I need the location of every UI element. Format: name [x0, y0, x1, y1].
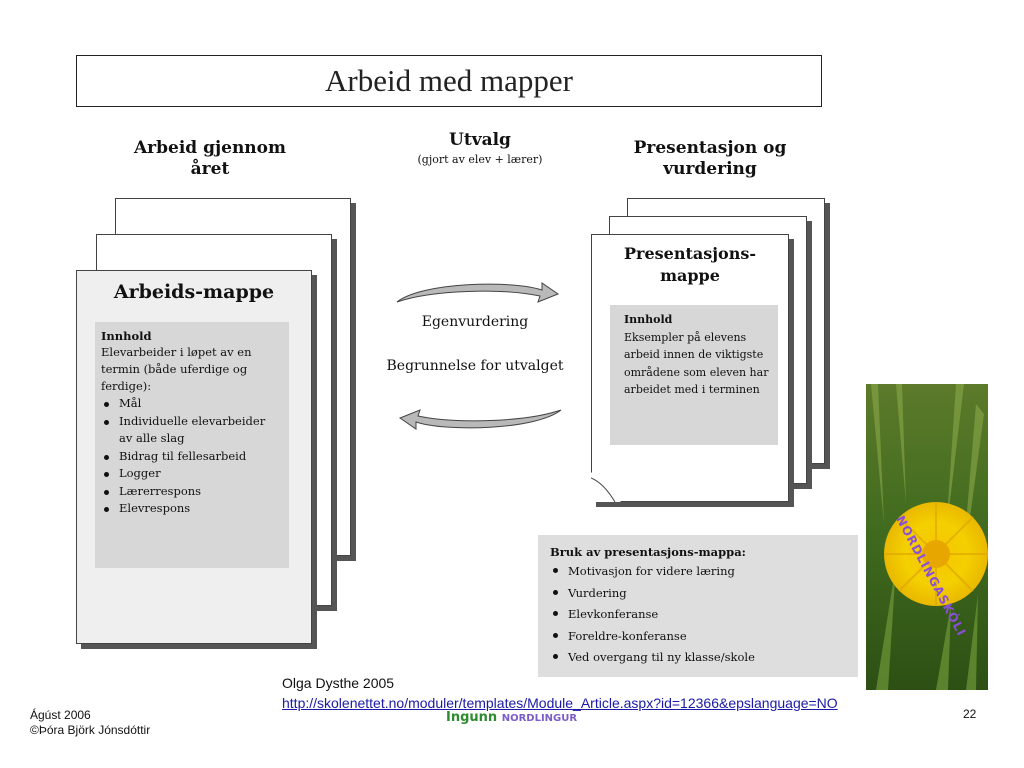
presentasjons-mappe-content: Innhold Eksempler på elevens arbeid inne…: [610, 305, 778, 445]
begrunnelse-label: Begrunnelse for utvalget: [386, 358, 564, 374]
list-item: Motivasjon for videre læring: [550, 561, 858, 583]
school-logo: Ingunn NORDLINGUR: [446, 710, 577, 725]
usage-box-heading: Bruk av presentasjons-mappa:: [550, 545, 746, 559]
egenvurdering-label: Egenvurdering: [421, 314, 529, 330]
source-link[interactable]: http://skolenettet.no/moduler/templates/…: [282, 695, 838, 711]
page-number: 22: [963, 707, 977, 721]
middle-column-heading: Utvalg: [449, 130, 511, 150]
list-item: Lærerrespons: [101, 483, 289, 501]
presentasjons-mappe-title: Presentasjons- mappe: [624, 244, 756, 285]
list-item: Foreldre-konferanse: [550, 626, 858, 648]
list-item: Elevrespons: [101, 500, 289, 518]
arbeids-mappe-list: Mål Individuelle elevarbeider av alle sl…: [101, 395, 289, 518]
list-item: Ved overgang til ny klasse/skole: [550, 647, 858, 669]
presentasjons-mappe-content-text: Eksempler på elevens arbeid innen de vik…: [624, 330, 769, 397]
list-item: Individuelle elevarbeider av alle slag: [101, 413, 289, 448]
presentasjons-mappe-content-heading: Innhold: [624, 313, 673, 326]
list-item: Bidrag til fellesarbeid: [101, 448, 289, 466]
arbeids-mappe-title: Arbeids-mappe: [113, 281, 275, 303]
footer-date: Ágúst 2006: [30, 708, 91, 722]
dandelion-photo: NORDLINGASKÓLI: [866, 384, 988, 690]
arbeids-mappe-page: Arbeids-mappe Innhold Elevarbeider i løp…: [76, 270, 312, 644]
list-item: Elevkonferanse: [550, 604, 858, 626]
arbeids-mappe-content-intro: Elevarbeider i løpet av en termin (både …: [101, 345, 252, 393]
middle-column-subheading: (gjort av elev + lærer): [417, 153, 543, 166]
footer-copyright: ©Þóra Björk Jónsdóttir: [30, 723, 151, 737]
presentasjons-mappe-page: Presentasjons- mappe Innhold Eksempler p…: [591, 234, 789, 502]
usage-box: Bruk av presentasjons-mappa: Motivasjon …: [538, 535, 858, 677]
arbeids-mappe-content: Innhold Elevarbeider i løpet av en termi…: [95, 322, 289, 568]
page-curl-icon: [591, 472, 621, 502]
left-column-heading: Arbeid gjennom året: [133, 138, 286, 179]
logo-part-1: Ingunn: [446, 710, 498, 725]
logo-part-2: NORDLINGUR: [501, 713, 578, 724]
usage-box-list: Motivasjon for videre læring Vurdering E…: [550, 561, 858, 669]
list-item: Vurdering: [550, 583, 858, 605]
arbeids-mappe-content-heading: Innhold: [101, 329, 152, 343]
source-author: Olga Dysthe 2005: [282, 675, 395, 691]
list-item: Logger: [101, 465, 289, 483]
list-item: Mål: [101, 395, 289, 413]
curved-arrow-left-icon: [398, 409, 562, 430]
curved-arrow-right-icon: [396, 282, 560, 303]
slide-title: Arbeid med mapper: [76, 55, 822, 107]
right-column-heading: Presentasjon og vurdering: [633, 138, 787, 179]
